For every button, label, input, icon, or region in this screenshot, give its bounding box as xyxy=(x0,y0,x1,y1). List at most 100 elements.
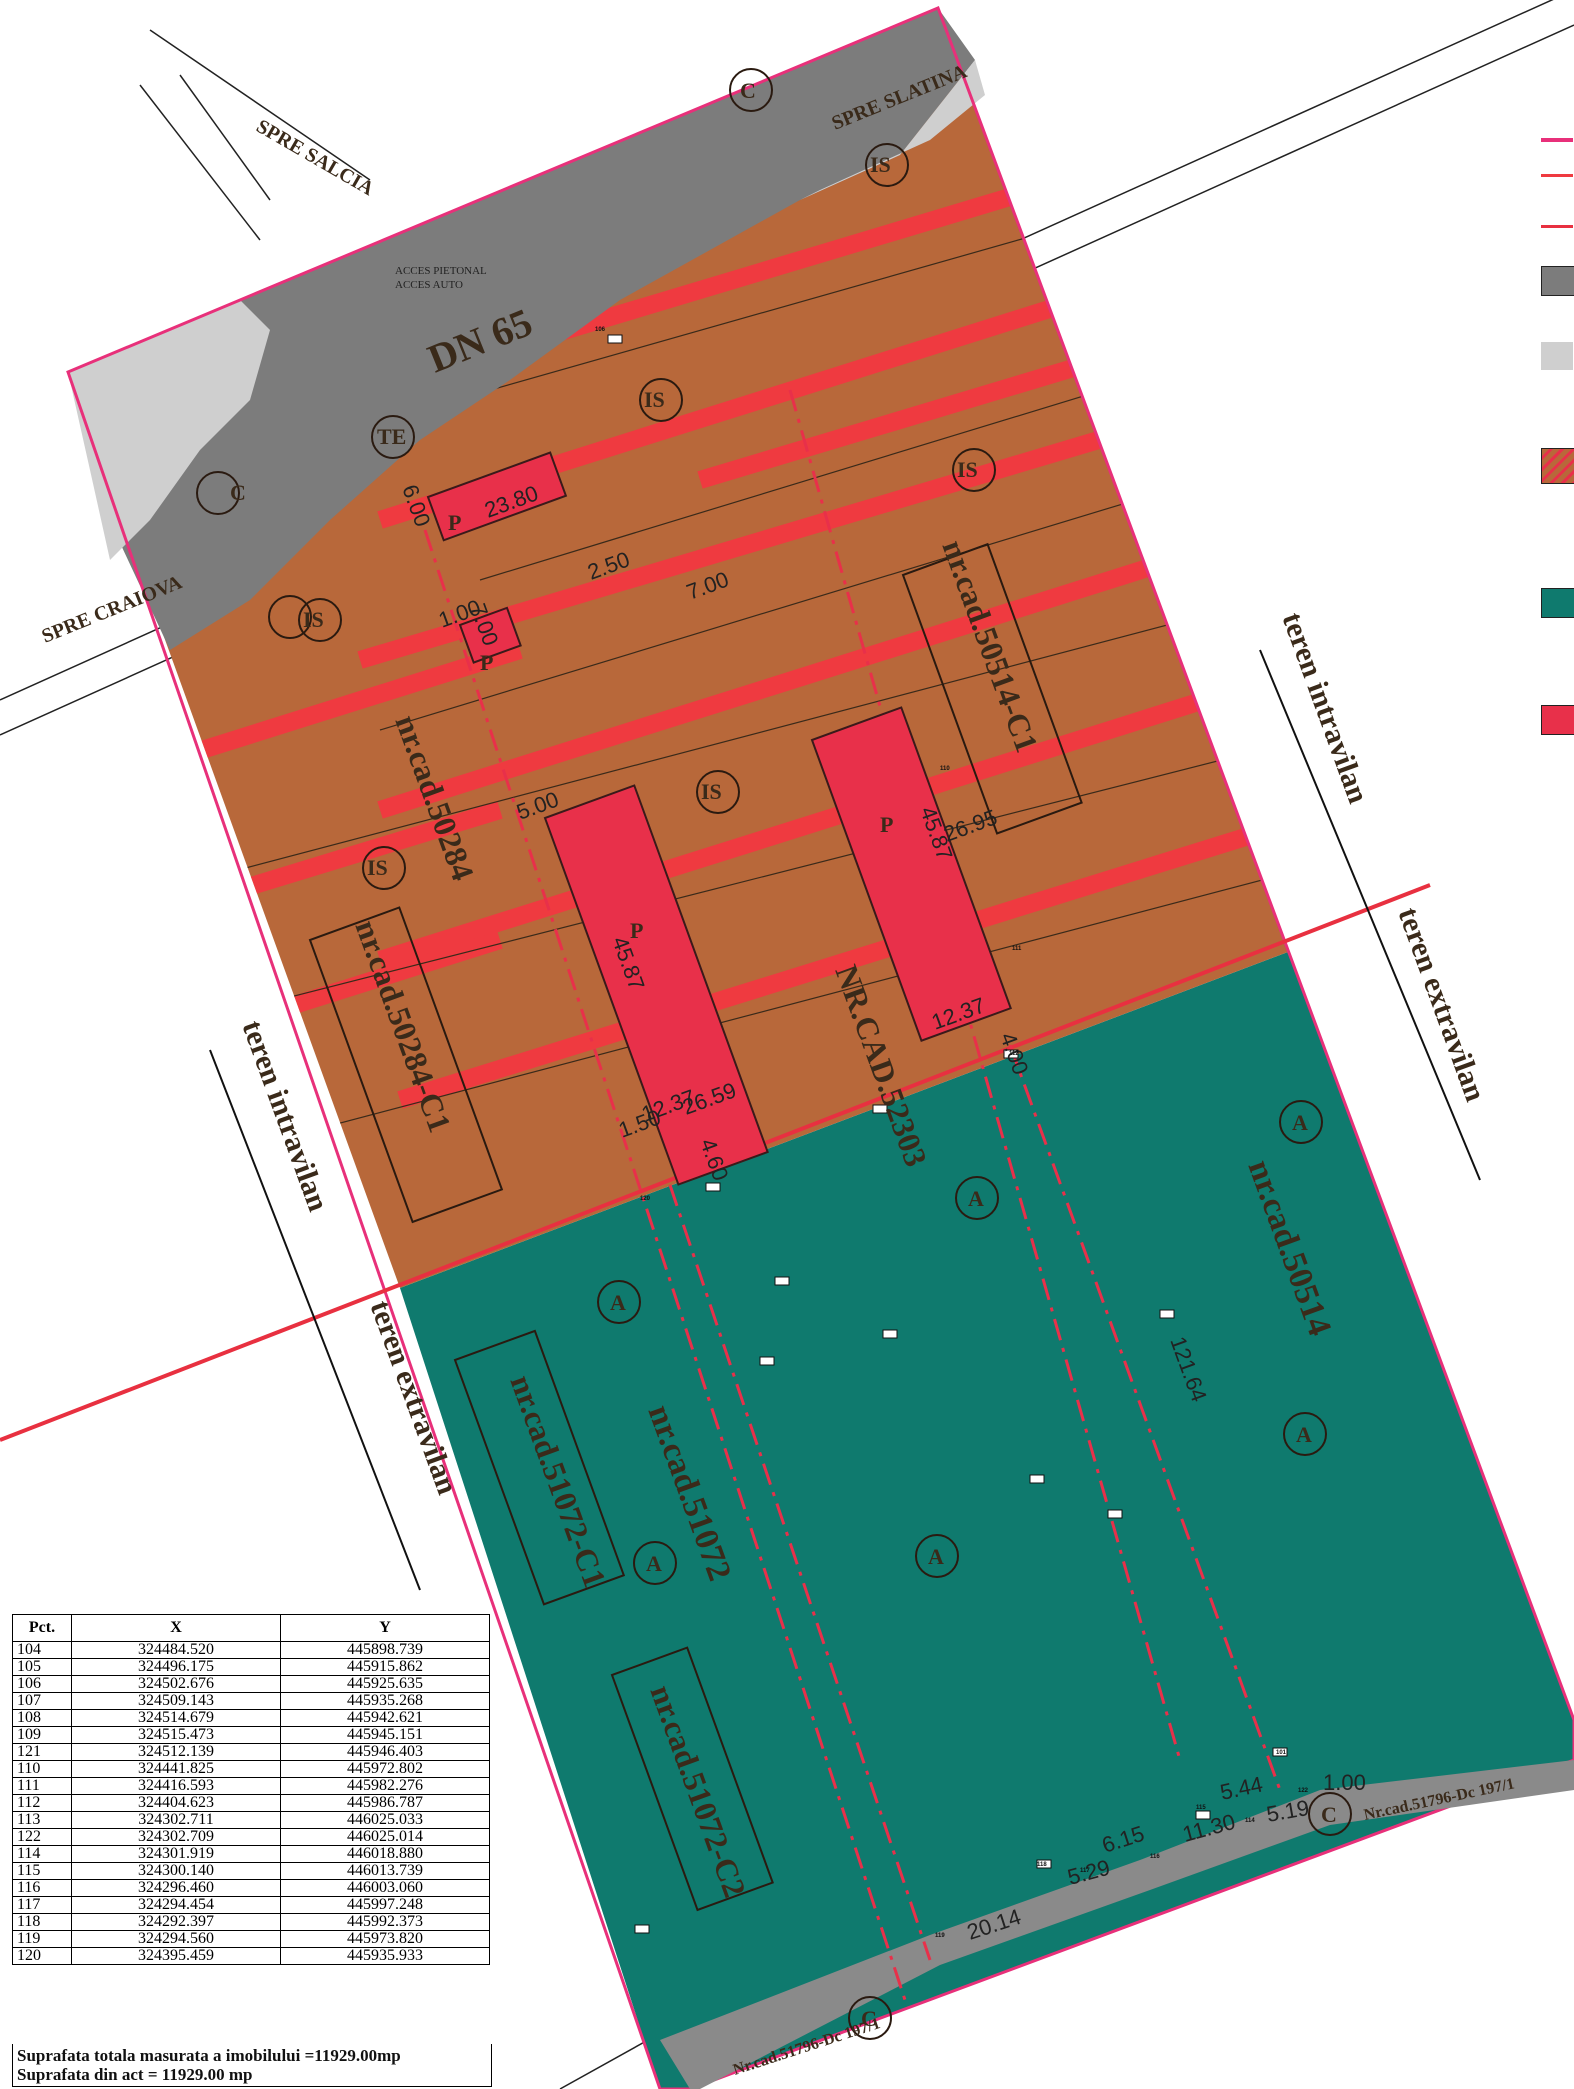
point-122: 122 xyxy=(1298,1788,1309,1794)
cell-y: 446025.033 xyxy=(280,1811,490,1829)
cell-pct: 107 xyxy=(12,1692,72,1710)
cell-pct: 120 xyxy=(12,1947,72,1965)
legend-parking-swatch xyxy=(1541,705,1574,735)
cell-pct: 118 xyxy=(12,1913,72,1931)
parking-p-1: P xyxy=(630,918,643,943)
cell-x: 324416.593 xyxy=(71,1777,281,1795)
cell-x: 324301.919 xyxy=(71,1845,281,1863)
intravilan-label-upper: teren intravilan xyxy=(1275,608,1375,808)
point-115: 115 xyxy=(1196,1805,1206,1811)
zone-is-4: IS xyxy=(303,607,324,632)
cell-x: 324300.140 xyxy=(71,1862,281,1880)
road-dn65 xyxy=(68,8,975,650)
building-outlines xyxy=(308,542,1083,1912)
cell-x: 324441.825 xyxy=(71,1760,281,1778)
cell-x: 324292.397 xyxy=(71,1913,281,1931)
property-boundary xyxy=(66,6,1574,2089)
cell-y: 445945.151 xyxy=(280,1726,490,1744)
cell-pct: 112 xyxy=(12,1794,72,1812)
cell-y: 446013.739 xyxy=(280,1862,490,1880)
point-111: 111 xyxy=(1012,946,1022,952)
road-label-salcia: SPRE SALCIA xyxy=(253,115,379,200)
cell-x: 324404.623 xyxy=(71,1794,281,1812)
col-header-x: X xyxy=(71,1614,281,1642)
cell-pct: 105 xyxy=(12,1658,72,1676)
cell-y: 445972.802 xyxy=(280,1760,490,1778)
zone-c-dc-right: C xyxy=(1321,1802,1337,1827)
cell-pct: 117 xyxy=(12,1896,72,1914)
cell-pct: 121 xyxy=(12,1743,72,1761)
point-118: 118 xyxy=(1037,1862,1047,1868)
cell-x: 324484.520 xyxy=(71,1641,281,1659)
cell-pct: 106 xyxy=(12,1675,72,1693)
access-label-pedestrian: ACCES PIETONAL xyxy=(395,265,487,277)
cell-x: 324496.175 xyxy=(71,1658,281,1676)
zone-a-4: A xyxy=(1296,1422,1312,1447)
legend-hatch-swatch xyxy=(1541,448,1574,484)
point-119: 119 xyxy=(935,1933,945,1939)
cell-pct: 115 xyxy=(12,1862,72,1880)
zone-divider-ticks xyxy=(209,649,1481,1591)
coordinates-header-row: Pct. X Y xyxy=(12,1614,490,1642)
agricultural-parcel xyxy=(400,952,1574,2089)
cell-y: 445997.248 xyxy=(280,1896,490,1914)
dim-1-00: 1.00 xyxy=(1323,1770,1366,1795)
point-106: 106 xyxy=(595,327,606,333)
road-shoulder-east xyxy=(800,60,985,200)
zone-circles xyxy=(196,68,1352,2040)
point-101: 101 xyxy=(1276,1750,1287,1756)
cadastral-dashdot-lines xyxy=(423,389,1282,2001)
zone-c-dc-bottom: C xyxy=(861,2006,877,2031)
cell-y: 446018.880 xyxy=(280,1845,490,1863)
cell-x: 324302.709 xyxy=(71,1828,281,1846)
cell-pct: 116 xyxy=(12,1879,72,1897)
cell-pct: 113 xyxy=(12,1811,72,1829)
survey-point-markers xyxy=(607,334,1288,1934)
cell-x: 324512.139 xyxy=(71,1743,281,1761)
zone-a-3: A xyxy=(610,1290,626,1315)
cell-y: 445992.373 xyxy=(280,1913,490,1931)
zone-c-road: C xyxy=(740,78,756,103)
cell-y: 445935.933 xyxy=(280,1947,490,1965)
point-120: 120 xyxy=(640,1196,651,1202)
cell-x: 324294.454 xyxy=(71,1896,281,1914)
cell-x: 324302.711 xyxy=(71,1811,281,1829)
point-110: 110 xyxy=(940,766,950,772)
deed-area: Suprafata din act = 11929.00 mp xyxy=(17,2065,253,2084)
cell-y: 445925.635 xyxy=(280,1675,490,1693)
cell-pct: 114 xyxy=(12,1845,72,1863)
cell-pct: 110 xyxy=(12,1760,72,1778)
cell-y: 445973.820 xyxy=(280,1930,490,1948)
zone-a-2: A xyxy=(968,1186,984,1211)
col-header-pct: Pct. xyxy=(12,1614,72,1642)
cell-x: 324502.676 xyxy=(71,1675,281,1693)
parking-lots xyxy=(426,451,1012,1186)
zone-is-5: IS xyxy=(701,779,722,804)
zone-is-1: IS xyxy=(870,152,891,177)
legend-road-swatch xyxy=(1541,266,1574,296)
zone-te: TE xyxy=(377,424,406,449)
cell-x: 324515.473 xyxy=(71,1726,281,1744)
cell-pct: 111 xyxy=(12,1777,72,1795)
cell-pct: 108 xyxy=(12,1709,72,1727)
access-label-auto: ACCES AUTO xyxy=(395,279,463,291)
cell-pct: 119 xyxy=(12,1930,72,1948)
cell-pct: 109 xyxy=(12,1726,72,1744)
